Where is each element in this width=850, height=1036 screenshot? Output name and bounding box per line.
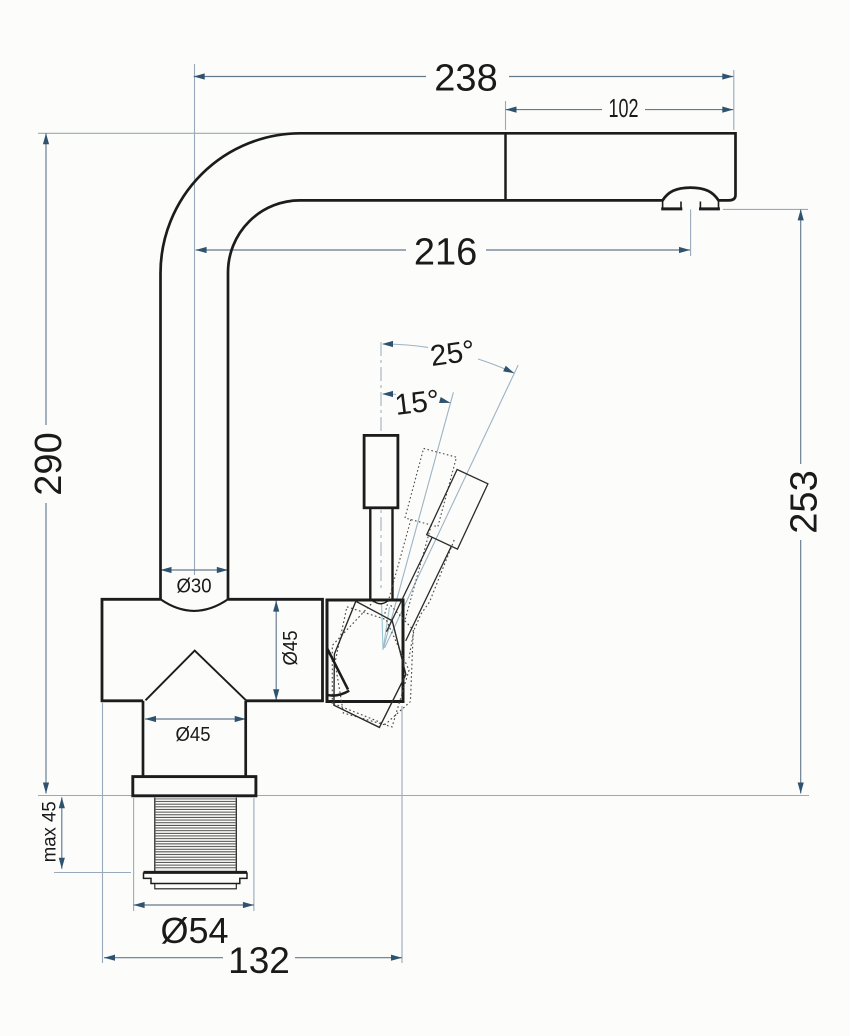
svg-text:253: 253: [783, 470, 825, 533]
svg-text:15°: 15°: [393, 384, 441, 422]
svg-text:Ø30: Ø30: [177, 575, 212, 597]
svg-text:216: 216: [414, 231, 477, 273]
svg-text:290: 290: [28, 432, 70, 495]
svg-text:Ø45: Ø45: [280, 631, 302, 666]
svg-text:102: 102: [609, 93, 639, 123]
svg-text:238: 238: [434, 58, 497, 100]
svg-text:132: 132: [228, 940, 290, 981]
svg-text:max 45: max 45: [39, 801, 60, 862]
svg-text:Ø45: Ø45: [176, 724, 211, 746]
svg-text:25°: 25°: [428, 334, 477, 373]
svg-text:Ø54: Ø54: [160, 910, 228, 951]
